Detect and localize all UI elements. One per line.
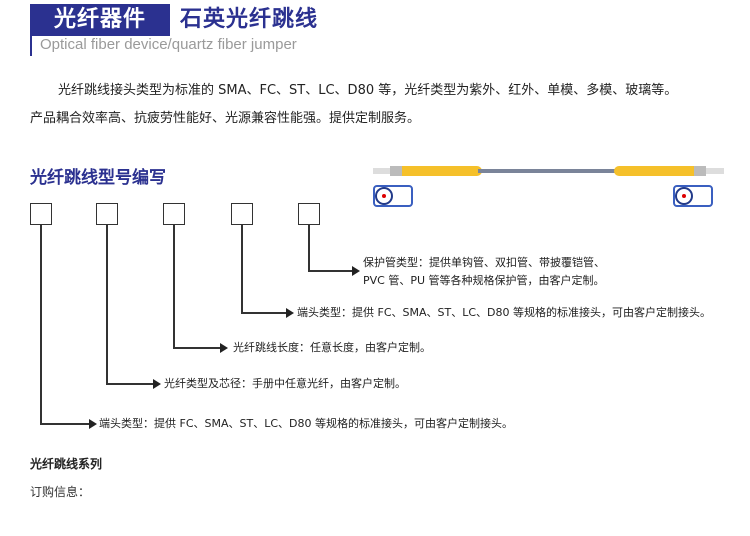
arrow-icon [89, 419, 97, 429]
code-box-2 [96, 203, 118, 225]
category-badge: 光纤器件 [30, 4, 170, 36]
intro-line-1: 光纤跳线接头类型为标准的 SMA、FC、ST、LC、D80 等，光纤类型为紫外、… [58, 83, 678, 98]
line-4 [241, 225, 243, 313]
series-heading: 光纤跳线系列 [30, 457, 103, 471]
arrow-icon [352, 266, 360, 276]
arrow-icon [220, 343, 228, 353]
arrow-icon [153, 379, 161, 389]
spec-connector-type-2: 端头类型：提供 FC、SMA、ST、LC、D80 等规格的标准接头，可由客户定制… [297, 306, 711, 319]
connector-right-icon [673, 185, 713, 207]
line-3 [173, 225, 175, 348]
line-1h [40, 423, 90, 425]
spec-length: 光纤跳线长度：任意长度，由客户定制。 [233, 341, 431, 354]
line-1 [40, 225, 42, 424]
page-title: 石英光纤跳线 [180, 7, 319, 32]
line-4h [241, 312, 287, 314]
line-2 [106, 225, 108, 384]
code-box-4 [231, 203, 253, 225]
code-box-5 [298, 203, 320, 225]
connector-left-icon [373, 185, 413, 207]
model-heading: 光纤跳线型号编写 [30, 168, 166, 188]
intro-line-2: 产品耦合效率高、抗疲劳性能好、光源兼容性能强。提供定制服务。 [30, 111, 421, 126]
code-box-1 [30, 203, 52, 225]
spec-protective-tube-2: PVC 管、PU 管等各种规格保护管，由客户定制。 [363, 274, 605, 287]
spec-fiber-type: 光纤类型及芯径：手册中任意光纤，由客户定制。 [164, 377, 406, 390]
line-5h [308, 270, 353, 272]
line-3h [173, 347, 221, 349]
spec-protective-tube-1: 保护管类型：提供单钩管、双扣管、带披覆铠管、 [363, 256, 605, 269]
code-box-3 [163, 203, 185, 225]
line-5 [308, 225, 310, 272]
spec-connector-type: 端头类型：提供 FC、SMA、ST、LC、D80 等规格的标准接头，可由客户定制… [99, 417, 513, 430]
line-2h [106, 383, 154, 385]
fiber-jumper-image [373, 165, 733, 177]
arrow-icon [286, 308, 294, 318]
order-info-label: 订购信息： [30, 485, 91, 499]
page-subtitle: Optical fiber device/quartz fiber jumper [40, 36, 297, 53]
